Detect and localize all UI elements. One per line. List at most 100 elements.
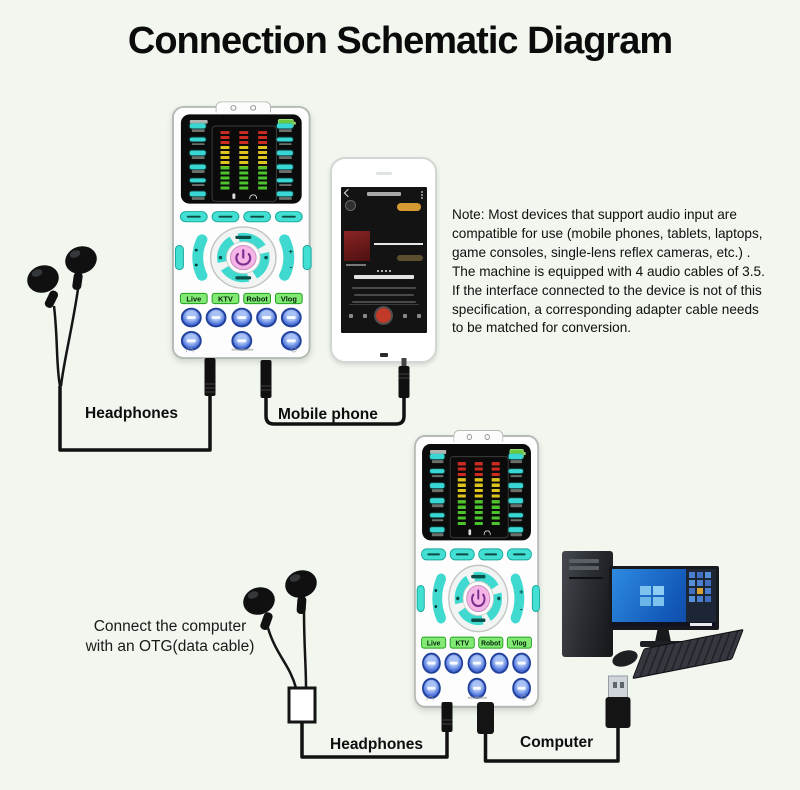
indicator-led: [427, 468, 448, 478]
voice-button: [205, 307, 227, 328]
led-column: [474, 462, 483, 527]
note-text-line: to be matched for conversion.: [452, 320, 632, 336]
otg-caption: Connect the computer with an OTG(data ca…: [58, 617, 282, 657]
indicator-led: [427, 483, 448, 493]
mode-button: [179, 211, 208, 223]
led-column: [220, 131, 230, 191]
monitor: [609, 566, 719, 630]
otg-caption-line: with an OTG(data cable): [85, 638, 255, 655]
taskbar-search: [690, 623, 712, 626]
voice-button: [444, 652, 464, 674]
lyrics-line: [352, 287, 416, 290]
toolbar-icon: [363, 314, 367, 318]
sound-card-device-bottom: + - Live KTV Robot Vlog: [414, 429, 540, 708]
voice-button: [512, 652, 531, 674]
mobile-phone: [330, 157, 437, 363]
tower-vent: [569, 566, 599, 570]
effect-button-robot: Robot: [243, 292, 271, 305]
start-menu-tiles: [689, 572, 695, 578]
volume-minus-label: -: [289, 263, 292, 272]
label-headphones-bottom: Headphones: [330, 736, 424, 753]
headphone-icon: [483, 530, 491, 536]
right-arc-button: [279, 234, 295, 281]
mouse: [610, 647, 640, 670]
note-text-line: compatible for use (mobile phones, table…: [452, 225, 763, 241]
indicator-led: [273, 123, 297, 132]
record-button: [376, 308, 391, 323]
indicator-led: [505, 468, 526, 478]
indicator-led: [427, 498, 448, 507]
voice-button: [230, 307, 252, 328]
progress-line: [374, 243, 423, 245]
power-icon: [484, 433, 490, 440]
taskbar: [612, 622, 716, 627]
label-mobile-phone: Mobile phone: [278, 406, 378, 423]
port-markings: [231, 348, 254, 351]
voice-button-grid: [180, 307, 302, 351]
mic-icon: [231, 193, 235, 199]
label-computer: Computer: [520, 734, 594, 751]
mode-button: [243, 211, 271, 223]
indicator-led: [505, 498, 526, 507]
volume-plus-label: +: [519, 587, 524, 597]
level-meter: [211, 125, 277, 202]
note-text-line: The machine is equipped with 4 audio cab…: [452, 263, 765, 279]
mode-button: [478, 548, 504, 561]
indicator-strip-left: [186, 123, 210, 200]
tower-vent: [569, 559, 599, 563]
volume-plus-label: +: [288, 247, 293, 256]
phone-charging-port: [380, 353, 388, 357]
menu-dots-icon: [421, 191, 423, 193]
display-panel: [180, 114, 302, 204]
mic-icon: [468, 529, 471, 536]
indicator-led: [186, 178, 210, 187]
mode-button: [274, 211, 303, 223]
effect-button-row: Live KTV Robot Vlog: [179, 292, 303, 305]
voice-button: [180, 307, 202, 328]
bottom-ports: [426, 693, 527, 703]
indicator-led: [186, 150, 210, 159]
power-icon: [250, 104, 257, 111]
indicator-led: [273, 178, 297, 187]
display-panel: [422, 444, 531, 541]
side-button-left: [174, 245, 184, 271]
brand-logo: [189, 119, 208, 124]
effect-button-live: Live: [421, 636, 447, 649]
lyrics-line: [354, 294, 414, 297]
indicator-led: [273, 164, 297, 173]
mode-button: [449, 548, 475, 561]
tower-drive-bay: [569, 577, 603, 579]
pc-tower: [562, 551, 613, 657]
indicator-led: [273, 191, 297, 200]
avatar: [345, 200, 356, 211]
side-button-right: [531, 584, 540, 613]
album-caption: [346, 264, 366, 266]
left-arc-button: [192, 234, 208, 281]
indicator-led: [427, 454, 448, 463]
toolbar-icon: [417, 314, 421, 318]
mic-icon: [230, 104, 237, 111]
toolbar-icon: [349, 314, 353, 318]
brand-logo: [430, 450, 447, 455]
indicator-led: [505, 527, 526, 537]
effect-button-vlog: Vlog: [506, 636, 532, 649]
note-text-line: If the interface connected to the device…: [452, 282, 762, 298]
led-column: [239, 131, 249, 191]
bottom-ports: [185, 345, 297, 354]
mode-button: [506, 548, 532, 561]
note-text-line: specification, a corresponding adapter c…: [452, 301, 759, 317]
start-menu-panel: [686, 569, 716, 622]
headphone-icon: [248, 194, 257, 199]
left-arc-button: [432, 573, 446, 624]
album-art: [344, 231, 370, 261]
toolbar-icon: [403, 314, 407, 318]
indicator-led: [505, 483, 526, 493]
mode-button: [211, 211, 240, 223]
lyrics-line: [352, 301, 416, 304]
level-meter: [449, 456, 509, 539]
device-top-tab: [215, 101, 271, 113]
mic-icon: [466, 433, 473, 440]
indicator-led: [427, 512, 448, 522]
